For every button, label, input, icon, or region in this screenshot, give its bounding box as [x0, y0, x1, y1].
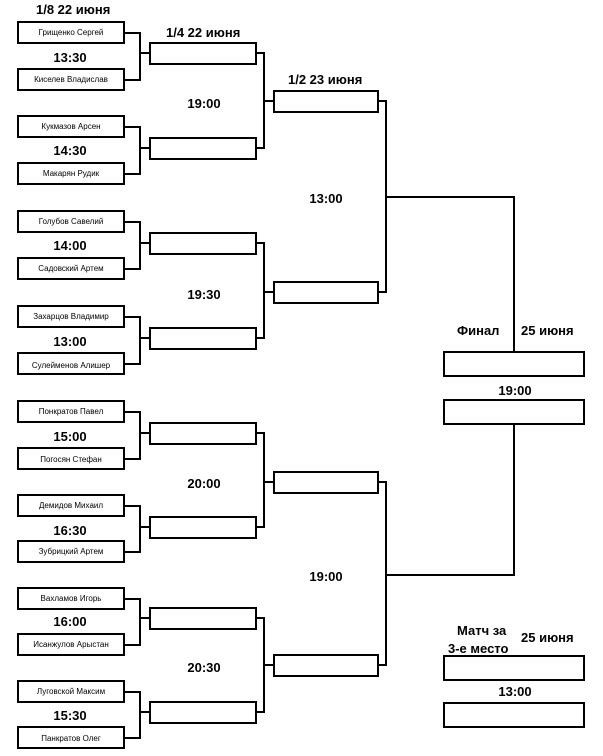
bracket-connector [124, 32, 150, 81]
player-slot [17, 494, 125, 517]
player-name: Захарцов Владимир [33, 312, 109, 321]
qf-slot [149, 327, 257, 350]
player-slot [17, 587, 125, 610]
bracket-slots [17, 21, 585, 749]
sf-slot [273, 471, 379, 494]
qf-slot [149, 42, 257, 65]
player-name: Кукмазов Арсен [41, 122, 100, 131]
player-slot [17, 305, 125, 328]
bracket-connector [124, 505, 150, 553]
r16-match: Захарцов Владимир 13:00 Сулейменов Алише… [32, 312, 111, 370]
bracket-connector [256, 52, 274, 149]
player-name: Макарян Рудик [43, 169, 100, 178]
player-slot [17, 162, 125, 185]
bracket-connector-lines [124, 32, 515, 739]
bracket-connector [378, 100, 515, 352]
r16-match: Луговской Максим 15:30 Панкратов Олег [37, 687, 105, 743]
match-time: 13:30 [53, 50, 86, 65]
player-name: Вахламов Игорь [41, 594, 102, 603]
bracket-connector [256, 242, 274, 339]
qf-time: 19:30 [187, 287, 220, 302]
player-name: Панкратов Олег [41, 734, 101, 743]
sf-time: 19:00 [309, 569, 342, 584]
match-time: 16:30 [53, 523, 86, 538]
third-place-date: 25 июня [521, 630, 574, 645]
player-slot [17, 115, 125, 138]
bracket-connector [256, 432, 274, 528]
player-slot [17, 68, 125, 91]
player-slot [17, 447, 125, 470]
player-name: Исанжулов Арыстан [33, 640, 109, 649]
qf-time: 20:00 [187, 476, 220, 491]
sf-time: 13:00 [309, 191, 342, 206]
bracket-connector [124, 221, 150, 270]
player-slot [17, 680, 125, 703]
round-label-final: Финал [457, 323, 499, 338]
round-label-qf: 1/4 22 июня [166, 25, 240, 40]
bracket-connector [124, 316, 150, 365]
player-slot [17, 633, 125, 656]
match-time: 13:00 [53, 334, 86, 349]
third-place-label-line1: Матч за [457, 623, 507, 638]
qf-slot [149, 607, 257, 630]
match-time: 14:30 [53, 143, 86, 158]
final-date: 25 июня [521, 323, 574, 338]
player-name: Грищенко Сергей [39, 28, 104, 37]
player-slot [17, 352, 125, 375]
player-name: Понкратов Павел [39, 407, 104, 416]
match-time: 16:00 [53, 614, 86, 629]
r16-match: Грищенко Сергей 13:30 Киселев Владислав [34, 28, 108, 84]
final-time: 19:00 [498, 383, 531, 398]
third-place-time: 13:00 [498, 684, 531, 699]
round-label-sf: 1/2 23 июня [288, 72, 362, 87]
final-slot [443, 399, 585, 425]
qf-slot [149, 701, 257, 724]
player-slot [17, 21, 125, 44]
qf-time: 19:00 [187, 96, 220, 111]
qf-slot [149, 422, 257, 445]
player-slot [17, 400, 125, 423]
third-place-slot [443, 655, 585, 681]
player-slot [17, 257, 125, 280]
player-name: Киселев Владислав [34, 75, 108, 84]
bracket-connector [124, 126, 150, 175]
r16-match: Голубов Савелий 14:00 Садовский Артем [38, 217, 103, 273]
player-name: Сулейменов Алишер [32, 361, 111, 370]
bracket-connector [124, 691, 150, 739]
player-name: Луговской Максим [37, 687, 105, 696]
bracket-connector [124, 411, 150, 460]
player-name: Голубов Савелий [39, 217, 104, 226]
sf-slot [273, 654, 379, 677]
third-place-slot [443, 702, 585, 728]
sf-slot [273, 90, 379, 113]
match-time: 15:30 [53, 708, 86, 723]
bracket-connector [124, 598, 150, 646]
player-name: Погосян Стефан [40, 455, 102, 464]
qf-slot [149, 232, 257, 255]
r16-match: Понкратов Павел 15:00 Погосян Стефан [39, 407, 104, 464]
player-name: Демидов Михаил [39, 501, 103, 510]
player-slot [17, 540, 125, 563]
player-slot [17, 210, 125, 233]
round-label-r16: 1/8 22 июня [36, 2, 110, 17]
qf-slot [149, 516, 257, 539]
bracket-connector [256, 617, 274, 713]
qf-time: 20:30 [187, 660, 220, 675]
r16-match: Вахламов Игорь 16:00 Исанжулов Арыстан [33, 594, 109, 649]
sf-slot [273, 281, 379, 304]
final-slot [443, 351, 585, 377]
qf-slot [149, 137, 257, 160]
match-time: 15:00 [53, 429, 86, 444]
r16-match: Кукмазов Арсен 14:30 Макарян Рудик [41, 122, 100, 178]
bracket-connector [378, 422, 515, 666]
player-name: Садовский Артем [38, 264, 103, 273]
player-name: Зубрицкий Артем [39, 547, 104, 556]
third-place-label-line2: 3-е место [448, 641, 509, 656]
match-time: 14:00 [53, 238, 86, 253]
player-slot [17, 726, 125, 749]
r16-match: Демидов Михаил 16:30 Зубрицкий Артем [39, 501, 104, 556]
